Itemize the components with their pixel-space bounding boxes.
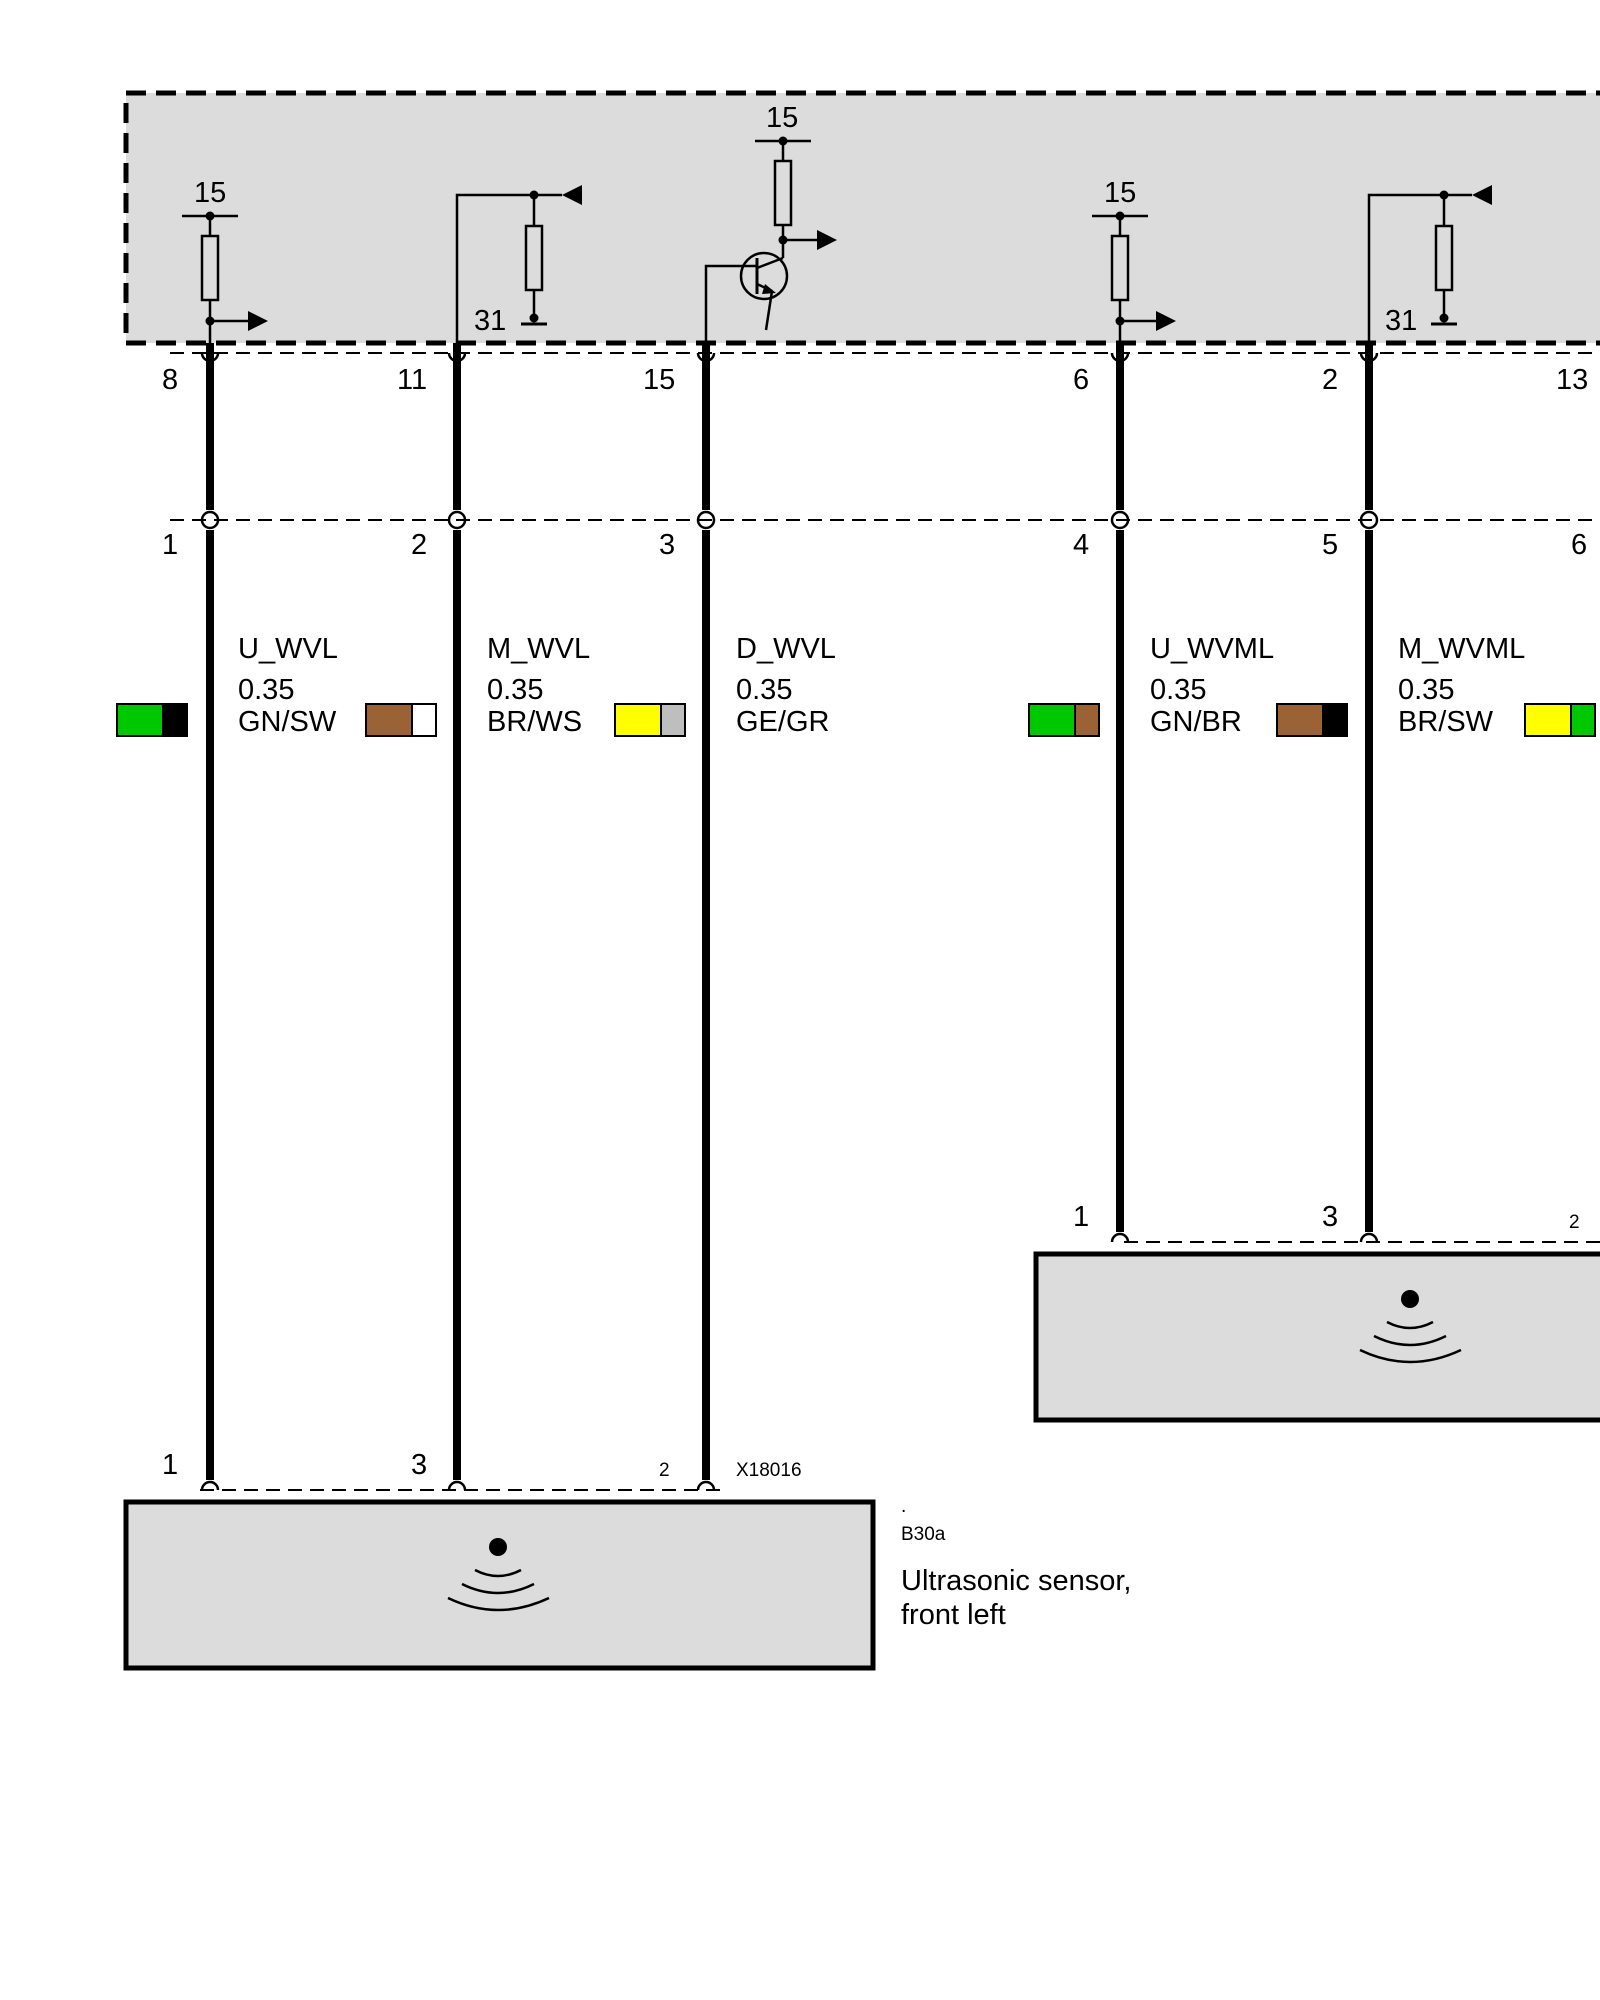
sensor-left-pin-2: 3 bbox=[411, 1449, 427, 1481]
color-swatch-wire-2 bbox=[365, 703, 437, 737]
pin-socket bbox=[447, 352, 467, 363]
wire-group bbox=[200, 343, 1379, 1491]
pin-socket bbox=[1359, 352, 1379, 363]
supply-label-15-b: 15 bbox=[766, 102, 798, 134]
pin-socket bbox=[696, 510, 716, 521]
color-swatch-wire-4 bbox=[1028, 703, 1100, 737]
pin-socket bbox=[696, 519, 716, 530]
pin-mid-wire-1: 1 bbox=[162, 529, 178, 561]
pin-top-wire-4: 6 bbox=[1073, 364, 1089, 396]
control-unit-box bbox=[123, 90, 1600, 346]
pin-mid-wire-5: 5 bbox=[1322, 529, 1338, 561]
gauge-wire-3: 0.35 bbox=[736, 674, 792, 706]
sensor-mid-pin-3: 2 bbox=[1569, 1212, 1580, 1233]
pin-socket bbox=[696, 352, 716, 363]
sensor-mid-box bbox=[1033, 1251, 1600, 1423]
pin-mid-wire-2: 2 bbox=[411, 529, 427, 561]
transistor-circuit bbox=[704, 136, 837, 343]
color-code-wire-2: BR/WS bbox=[487, 706, 582, 738]
gauge-wire-4: 0.35 bbox=[1150, 674, 1206, 706]
pin-socket bbox=[1110, 352, 1130, 363]
color-swatch-wire-3 bbox=[614, 703, 686, 737]
pin-top-wire-1: 8 bbox=[162, 364, 178, 396]
pin-socket bbox=[696, 1480, 716, 1491]
ultrasonic-icon bbox=[447, 1538, 550, 1612]
pin-top-wire-5: 2 bbox=[1322, 364, 1338, 396]
pin-socket bbox=[1359, 1232, 1379, 1243]
dot-marker: . bbox=[901, 1496, 906, 1517]
color-code-wire-3: GE/GR bbox=[736, 706, 829, 738]
signal-name-wire-3: D_WVL bbox=[736, 633, 836, 665]
pin-mid-wire-6: 6 bbox=[1571, 529, 1587, 561]
component-id: B30a bbox=[901, 1524, 946, 1545]
pin-socket bbox=[447, 510, 467, 521]
gauge-wire-1: 0.35 bbox=[238, 674, 294, 706]
sensor-left-pin-1: 1 bbox=[162, 1449, 178, 1481]
pin-socket bbox=[200, 519, 220, 530]
connector-id: X18016 bbox=[736, 1460, 802, 1481]
color-code-wire-1: GN/SW bbox=[238, 706, 337, 738]
pin-socket bbox=[447, 1480, 467, 1491]
ultrasonic-icon bbox=[1359, 1290, 1462, 1364]
pulldown-circuit-2 bbox=[1367, 185, 1492, 343]
pullup-circuit-1 bbox=[182, 211, 268, 343]
sensor-mid-pin-1: 1 bbox=[1073, 1201, 1089, 1233]
pullup-circuit-2 bbox=[1092, 211, 1176, 343]
gauge-wire-5: 0.35 bbox=[1398, 674, 1454, 706]
pin-top-wire-3: 15 bbox=[643, 364, 675, 396]
color-code-wire-4: GN/BR bbox=[1150, 706, 1242, 738]
sensor-left-pin-3: 2 bbox=[659, 1460, 670, 1481]
pin-socket bbox=[1110, 519, 1130, 530]
supply-label-15-c: 15 bbox=[1104, 177, 1136, 209]
pin-socket bbox=[200, 352, 220, 363]
pin-top-wire-2: 11 bbox=[397, 364, 427, 396]
pin-mid-wire-3: 3 bbox=[659, 529, 675, 561]
pin-socket bbox=[1110, 1232, 1130, 1243]
ground-label-31-a: 31 bbox=[474, 305, 506, 337]
color-code-wire-5: BR/SW bbox=[1398, 706, 1494, 738]
sensor-mid-pin-2: 3 bbox=[1322, 1201, 1338, 1233]
color-swatch-wire-1 bbox=[116, 703, 188, 737]
component-name-line-1: Ultrasonic sensor, bbox=[901, 1565, 1132, 1597]
color-swatch-wire-6 bbox=[1524, 703, 1596, 737]
pin-socket bbox=[1110, 510, 1130, 521]
signal-name-wire-5: M_WVML bbox=[1398, 633, 1525, 665]
supply-label-15-a: 15 bbox=[194, 177, 226, 209]
color-swatch-wire-5 bbox=[1276, 703, 1348, 737]
signal-name-wire-1: U_WVL bbox=[238, 633, 338, 665]
pin-socket bbox=[1359, 510, 1379, 521]
pin-mid-wire-4: 4 bbox=[1073, 529, 1089, 561]
pin-socket bbox=[200, 510, 220, 521]
signal-name-wire-4: U_WVML bbox=[1150, 633, 1274, 665]
pin-socket bbox=[447, 519, 467, 530]
gauge-wire-2: 0.35 bbox=[487, 674, 543, 706]
component-name-line-2: front left bbox=[901, 1599, 1006, 1631]
pulldown-circuit-1 bbox=[455, 185, 582, 343]
ground-label-31-b: 31 bbox=[1385, 305, 1417, 337]
pin-socket bbox=[1359, 519, 1379, 530]
signal-name-wire-2: M_WVL bbox=[487, 633, 590, 665]
pin-socket bbox=[200, 1480, 220, 1491]
sensor-left-box bbox=[123, 1499, 876, 1671]
pin-top-wire-6: 13 bbox=[1556, 364, 1588, 396]
